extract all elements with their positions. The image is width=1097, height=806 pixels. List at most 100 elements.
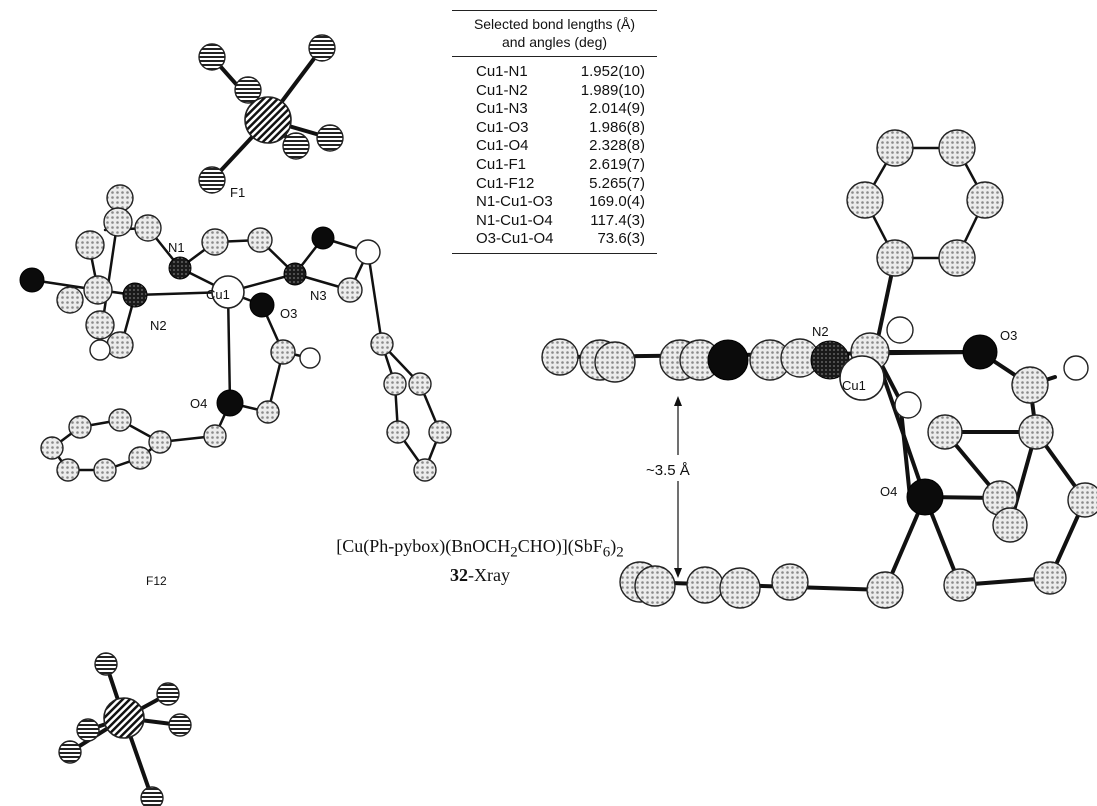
carbon-atom — [771, 563, 809, 601]
fluorine-atom — [316, 124, 344, 152]
arrow-head-up — [674, 396, 682, 406]
table-row: Cu1-N2 1.989(10) — [452, 82, 657, 101]
carbon-atom — [370, 332, 394, 356]
row-label: Cu1-N2 — [476, 81, 528, 99]
fluorine-atom-f1 — [198, 166, 226, 194]
carbon-atom — [128, 446, 152, 470]
row-value: 73.6(3) — [597, 230, 645, 248]
oxygen-atom — [311, 226, 335, 250]
carbon-atom — [413, 458, 437, 482]
carbon-atom — [85, 310, 115, 340]
carbon-atom — [386, 420, 410, 444]
label-cu1: Cu1 — [206, 287, 230, 302]
formula-part: ) — [610, 536, 617, 556]
distance-label: ~3.5 Å — [646, 462, 690, 479]
compound-number: 32 — [450, 564, 468, 585]
row-label: N1-Cu1-O4 — [476, 211, 553, 229]
compound-suffix: -Xray — [468, 564, 510, 585]
oxygen-atom-o4 — [216, 389, 244, 417]
table-header-line2: and angles (deg) — [501, 34, 608, 50]
row-label: N1-Cu1-O3 — [476, 193, 553, 211]
carbon-atom — [594, 341, 636, 383]
nitrogen-atom-n2 — [122, 282, 148, 308]
carbon-atom — [103, 207, 133, 237]
complex-view-right: N2 Cu1 O3 O4 — [541, 129, 1097, 609]
label-n2: N2 — [150, 318, 167, 333]
fluorine-atom — [198, 43, 226, 71]
carbon-atom — [719, 567, 761, 609]
carbon-atom — [56, 286, 84, 314]
row-label: Cu1-F12 — [476, 174, 535, 192]
hydrogen-atom — [355, 239, 381, 265]
oxygen-atom-o3 — [962, 334, 998, 370]
formula-subscript: 6 — [602, 544, 611, 561]
carbon-atom — [428, 420, 452, 444]
nitrogen-atom-n3 — [283, 262, 307, 286]
caption-formula: [Cu(Ph-pybox)(BnOCH2CHO)](SbF6)2 — [320, 535, 640, 564]
row-value: 2.328(8) — [589, 137, 645, 155]
carbon-atom — [938, 129, 976, 167]
carbon-atom — [966, 181, 1004, 219]
carbon-atom — [408, 372, 432, 396]
distance-label-bg — [640, 455, 720, 481]
label-n3: N3 — [310, 288, 327, 303]
copper-atom-cu1 — [839, 355, 885, 401]
table-row: N1-Cu1-O3 169.0(4) — [452, 193, 657, 212]
fluorine-atom — [308, 34, 336, 62]
label-o3-side: O3 — [1000, 328, 1017, 343]
row-label: Cu1-O3 — [476, 118, 529, 136]
label-n2-side: N2 — [812, 324, 829, 339]
carbon-atom — [337, 277, 363, 303]
carbon-atom — [383, 372, 407, 396]
carbon-atom — [541, 338, 579, 376]
label-n1: N1 — [168, 240, 185, 255]
carbon-atom — [1011, 366, 1049, 404]
row-label: Cu1-N3 — [476, 100, 528, 118]
row-value: 2.014(9) — [589, 100, 645, 118]
fluorine-atom — [58, 740, 82, 764]
carbon-atom — [83, 275, 113, 305]
carbon-atom — [106, 184, 134, 212]
hydrogen-atom — [1063, 355, 1089, 381]
antimony-atom — [244, 96, 292, 144]
label-cu1-side: Cu1 — [842, 378, 866, 393]
carbon-atom — [201, 228, 229, 256]
table-header: Selected bond lengths (Å) and angles (de… — [452, 10, 657, 57]
label-f12: F12 — [146, 574, 167, 588]
row-value: 117.4(3) — [590, 211, 645, 229]
carbon-atom — [40, 436, 64, 460]
carbon-atom — [927, 414, 963, 450]
fluorine-atom — [156, 682, 180, 706]
bond-length-table: Selected bond lengths (Å) and angles (de… — [452, 10, 657, 254]
carbon-atom — [938, 239, 976, 277]
row-value: 1.952(10) — [580, 63, 645, 80]
carbon-atom — [634, 565, 676, 607]
copper-atom-cu1 — [211, 275, 245, 309]
row-value: 5.265(7) — [589, 174, 645, 192]
caption-compound: 32-Xray — [320, 564, 640, 586]
formula-subscript: 2 — [510, 544, 518, 561]
carbon-atom — [1067, 482, 1097, 518]
fluorine-atom — [282, 132, 310, 160]
carbon-atom — [866, 571, 904, 609]
hydrogen-atom — [894, 391, 922, 419]
oxygen-atom-o3 — [249, 292, 275, 318]
label-o4: O4 — [190, 396, 207, 411]
antimony-atom — [103, 697, 145, 739]
oxygen-atom — [19, 267, 45, 293]
row-value: 1.989(10) — [580, 81, 645, 99]
carbon-atom — [108, 408, 132, 432]
row-value: 169.0(4) — [589, 193, 645, 211]
table-row: N1-Cu1-O4 117.4(3) — [452, 212, 657, 231]
fluorine-atom — [94, 652, 118, 676]
figure-caption: [Cu(Ph-pybox)(BnOCH2CHO)](SbF6)2 32-Xray — [320, 535, 640, 586]
row-label: Cu1-F1 — [476, 155, 527, 173]
carbon-atom — [876, 129, 914, 167]
formula-part: CHO)](SbF — [517, 536, 603, 556]
sbf6-anion-bottom — [58, 652, 192, 806]
